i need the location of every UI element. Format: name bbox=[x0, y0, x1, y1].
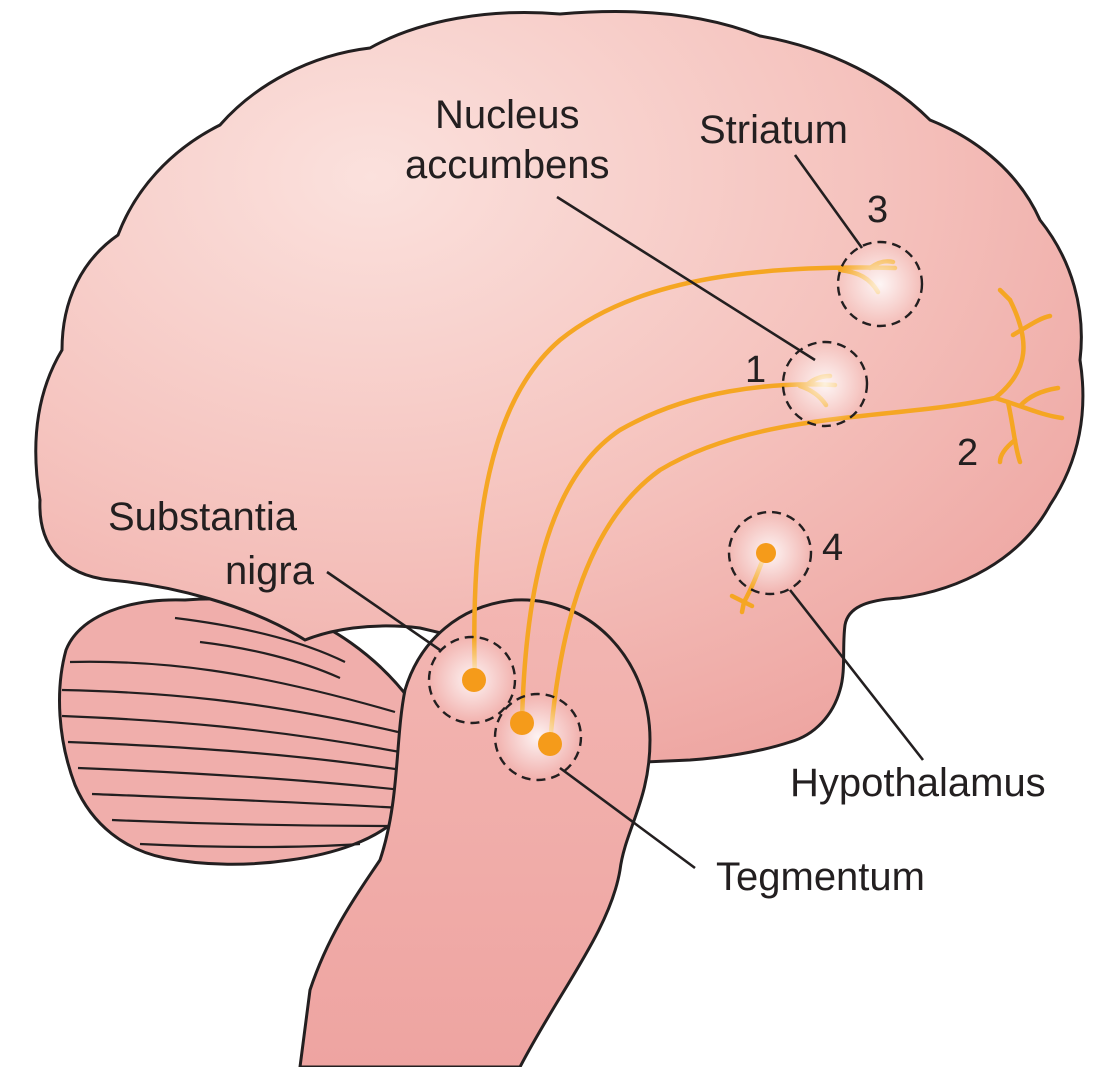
pathway-number-2: 2 bbox=[957, 432, 978, 474]
hypothalamus-label: Hypothalamus bbox=[790, 761, 1046, 805]
substantia-nigra-label-line1: Substantia bbox=[108, 495, 298, 539]
hypothalamus-cell-body bbox=[756, 543, 776, 563]
substantia-nigra-cell-body bbox=[462, 668, 486, 692]
striatum-label: Striatum bbox=[699, 108, 848, 152]
tegmentum-cell-body-2 bbox=[538, 732, 562, 756]
substantia-nigra-region bbox=[429, 637, 515, 723]
pathway-number-1: 1 bbox=[745, 349, 766, 391]
tegmentum-region bbox=[495, 694, 581, 780]
nucleus-accumbens-label-line1: Nucleus bbox=[435, 93, 580, 137]
hypothalamus-region bbox=[729, 512, 811, 594]
nucleus-accumbens-label-line2: accumbens bbox=[405, 143, 610, 187]
pathway-number-3: 3 bbox=[867, 189, 888, 231]
striatum-region bbox=[838, 242, 922, 326]
tegmentum-label: Tegmentum bbox=[716, 855, 925, 899]
pathway-number-4: 4 bbox=[822, 527, 843, 569]
nucleus-accumbens-region bbox=[783, 342, 867, 426]
substantia-nigra-label-line2: nigra bbox=[225, 549, 315, 593]
tegmentum-cell-body-1 bbox=[510, 711, 534, 735]
cerebellum bbox=[60, 599, 410, 864]
